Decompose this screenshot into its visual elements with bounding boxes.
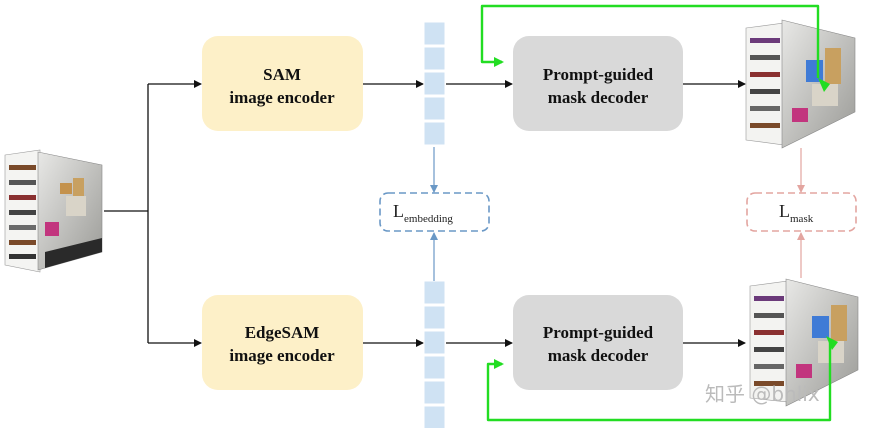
bottom-mask-decoder-rect [513,295,683,390]
sam-encoder-rect [202,36,363,131]
watermark-text: 知乎 @bhlix [705,382,820,406]
sam-encoder-subtitle: image encoder [229,88,335,107]
top-mask-decoder-title: Prompt-guided [543,65,654,84]
bottom-mask-decoder-box: Prompt-guided mask decoder [513,295,683,390]
bottom-mask-decoder-title: Prompt-guided [543,323,654,342]
embedding-loss-label: Lembedding [393,201,453,225]
prompt-arrow-top [480,4,820,78]
edgesam-encoder-box: EdgeSAM image encoder [202,295,363,390]
sam-output-image [745,19,856,149]
feature-token [423,21,446,46]
feature-token [423,121,446,146]
feature-token [423,46,446,71]
embedding-loss-symbol: L [393,201,404,221]
sam-encoder-title: SAM [263,65,301,84]
edgesam-encoder-title: EdgeSAM [245,323,320,342]
feature-token [423,355,446,380]
prompt-arrows [480,4,832,422]
sam-encoder-box: SAM image encoder [202,36,363,131]
edgesam-feature-tokens [423,280,446,428]
input-image-scene [37,151,103,271]
feature-token [423,380,446,405]
feature-token [423,71,446,96]
top-mask-decoder-box: Prompt-guided mask decoder [513,36,683,131]
embedding-loss-box [379,192,490,232]
top-mask-decoder-subtitle: mask decoder [548,88,649,107]
prompt-arrow-bottom [486,342,832,422]
edgesam-encoder-subtitle: image encoder [229,346,335,365]
mask-loss-box [746,192,857,232]
feature-token [423,405,446,428]
mask-loss-label: Lmask [779,201,814,225]
top-mask-decoder-rect [513,36,683,131]
input-image [4,149,103,273]
edgesam-encoder-rect [202,295,363,390]
flow-arrows [104,80,746,347]
feature-token [423,280,446,305]
mask-loss: Lmask [746,148,857,278]
bottom-mask-decoder-subtitle: mask decoder [548,346,649,365]
mask-loss-subscript: mask [790,213,814,225]
feature-token [423,330,446,355]
mask-loss-symbol: L [779,201,790,221]
feature-token [423,96,446,121]
embedding-loss: Lembedding [379,147,490,281]
embedding-loss-subscript: embedding [404,213,453,225]
edgesam-output-image [749,278,859,407]
sam-feature-tokens [423,21,446,146]
input-image-shoe-rack [4,149,41,273]
feature-token [423,305,446,330]
